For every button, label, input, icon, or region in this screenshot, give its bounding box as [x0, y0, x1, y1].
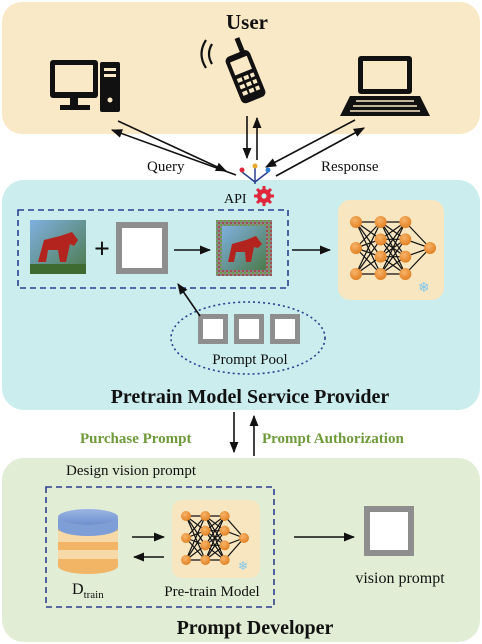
- prompt-pool-ellipse: [170, 301, 326, 375]
- network-edge: [185, 530, 206, 561]
- network-node: [239, 533, 249, 543]
- network-edge: [204, 515, 226, 561]
- api-gear-icon: [239, 163, 274, 206]
- network-edge: [204, 515, 226, 546]
- design-dashed-box: [45, 486, 275, 608]
- network-node: [219, 555, 230, 565]
- network-edge: [380, 221, 406, 275]
- network-node: [399, 216, 412, 228]
- prompt-pool-label: Prompt Pool: [212, 352, 287, 368]
- plus-sign: +: [94, 234, 110, 265]
- network-node: [350, 268, 362, 280]
- purchase-prompt-label: Purchase Prompt: [80, 431, 192, 447]
- laptop-icon: [340, 56, 430, 116]
- neural-network-icon: [350, 216, 436, 280]
- network-node: [374, 216, 387, 228]
- network-edge: [355, 221, 382, 258]
- prompted-image: [216, 220, 272, 276]
- network-node: [374, 233, 387, 246]
- vision-prompt-label: vision prompt: [355, 570, 445, 587]
- network-node: [399, 233, 412, 246]
- database-icon: [58, 509, 118, 574]
- network-edge: [355, 238, 382, 275]
- prompt-pool-frames: [198, 314, 300, 344]
- developer-title: Prompt Developer: [177, 617, 334, 639]
- network-node: [181, 555, 191, 565]
- snowflake-icon: ❄: [418, 281, 430, 296]
- network-node: [219, 525, 230, 536]
- network-edge: [185, 515, 206, 546]
- network-edge: [380, 221, 406, 258]
- user-title: User: [226, 10, 268, 34]
- response-label: Response: [321, 159, 379, 175]
- network-node: [200, 540, 211, 551]
- network-edge: [204, 530, 226, 561]
- network-node: [219, 540, 230, 551]
- network-node: [200, 555, 211, 565]
- network-edge: [380, 238, 406, 275]
- prompt-frame: [116, 222, 168, 274]
- network-node: [181, 511, 191, 521]
- query-label: Query: [147, 159, 185, 175]
- network-node: [181, 533, 191, 543]
- arrow-pool-to-prompt: [177, 283, 201, 317]
- network-node: [350, 216, 362, 228]
- dataset-label: Dtrain: [72, 581, 104, 601]
- network-node: [200, 525, 211, 536]
- network-node: [399, 268, 412, 280]
- provider-title: Pretrain Model Service Provider: [111, 386, 390, 408]
- vision-prompt-frame: [364, 506, 414, 556]
- api-label: API: [224, 192, 247, 207]
- design-vision-prompt-label: Design vision prompt: [66, 463, 197, 479]
- network-node: [424, 242, 436, 254]
- network-node: [374, 268, 387, 280]
- mobile-phone-icon: [225, 37, 266, 104]
- snowflake-icon: ❄: [238, 559, 248, 573]
- network-node: [219, 511, 230, 521]
- network-node: [399, 250, 412, 263]
- network-edge: [355, 221, 382, 275]
- input-image: [30, 220, 86, 274]
- network-node: [200, 511, 211, 521]
- prompt-authorization-label: Prompt Authorization: [262, 431, 404, 447]
- neural-network-icon: [181, 511, 249, 565]
- device-api-arrows: [110, 116, 365, 177]
- prompted-input-dashed-box: [17, 209, 289, 289]
- network-edge: [185, 515, 206, 561]
- network-node: [374, 250, 387, 263]
- pretrain-model-label: Pre-train Model: [164, 584, 259, 600]
- desktop-icon: [50, 60, 120, 112]
- signal-waves: [200, 39, 213, 69]
- network-node: [350, 242, 362, 254]
